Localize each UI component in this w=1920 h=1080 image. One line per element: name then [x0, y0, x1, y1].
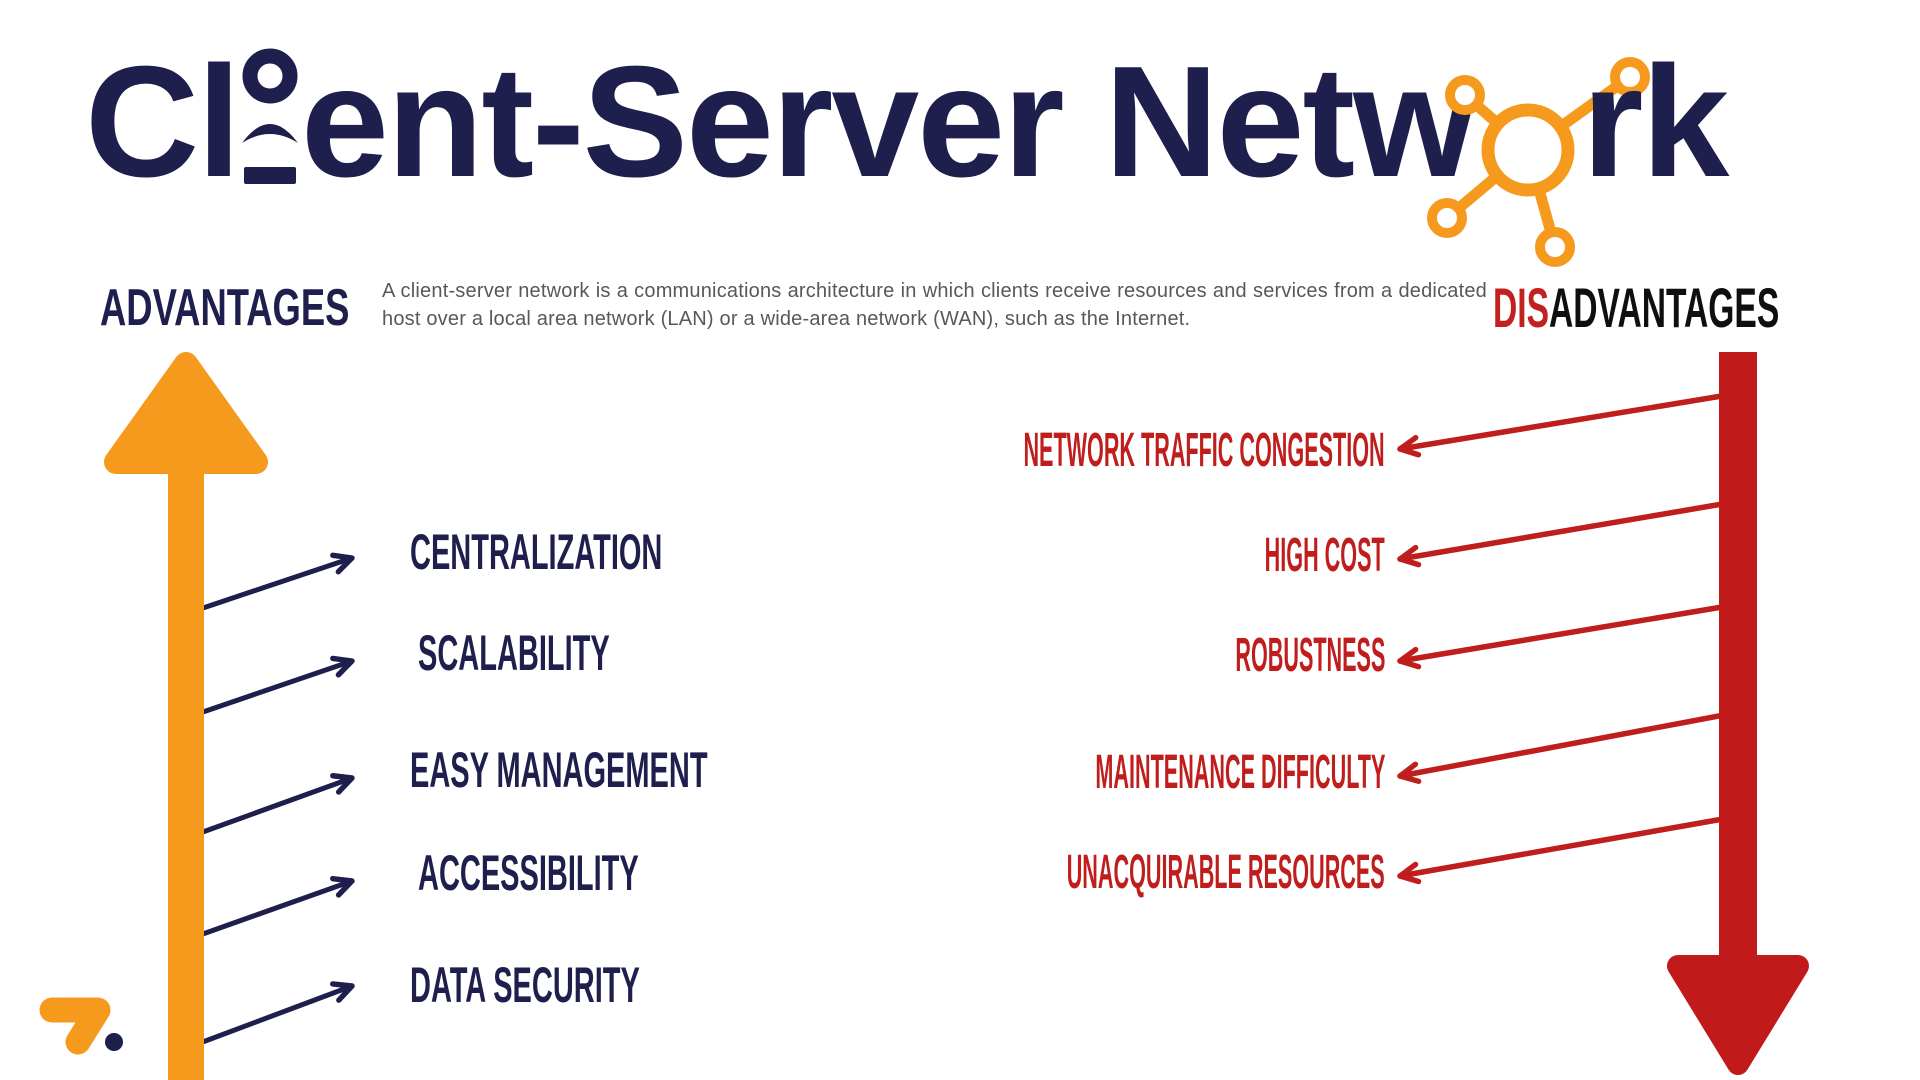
disadvantage-connector-arrow — [1397, 601, 1743, 670]
advantage-item: ACCESSIBILITY — [418, 845, 799, 901]
person-icon — [242, 48, 298, 184]
disadvantages-heading-prefix: DIS — [1493, 275, 1550, 339]
title-text-right: rk — [1581, 34, 1729, 210]
advantage-item: CENTRALIZATION — [410, 524, 845, 580]
advantage-item: SCALABILITY — [418, 625, 749, 681]
advantage-connector-arrow — [197, 981, 355, 1046]
title-text-left: Cl — [85, 34, 241, 210]
disadvantage-item: NETWORK TRAFFIC CONGESTION — [582, 423, 1385, 477]
title-text-middle: ent-Server Netw — [301, 34, 1476, 210]
advantage-connector-arrow — [197, 773, 355, 836]
disadvantage-label: MAINTENANCE DIFFICULTY — [1095, 745, 1385, 799]
down-arrow-icon — [1667, 352, 1809, 1075]
advantages-heading-label: ADVANTAGES — [100, 279, 350, 337]
advantage-connector-arrow — [197, 875, 355, 938]
advantage-label: EASY MANAGEMENT — [410, 742, 708, 798]
disadvantage-item: MAINTENANCE DIFFICULTY — [741, 745, 1385, 799]
description-text: A client-server network is a communicati… — [382, 280, 1487, 330]
advantage-label: CENTRALIZATION — [410, 524, 663, 580]
disadvantage-connector-arrow — [1397, 709, 1743, 785]
network-hub-icon — [1426, 57, 1650, 267]
advantage-connector-arrow — [197, 552, 355, 612]
page-title: Cl ent-Server Netw rk — [85, 34, 1729, 267]
advantage-label: SCALABILITY — [418, 625, 610, 681]
advantage-label: DATA SECURITY — [410, 957, 640, 1013]
disadvantage-connector-arrow — [1397, 390, 1743, 458]
disadvantage-item: ROBUSTNESS — [1052, 628, 1385, 682]
disadvantage-label: ROBUSTNESS — [1234, 628, 1385, 682]
disadvantage-label: HIGH COST — [1264, 528, 1385, 582]
up-arrow-icon — [104, 352, 268, 1080]
logo-seven-icon — [39, 997, 123, 1055]
disadvantages-heading: DISADVANTAGES — [1493, 276, 1920, 339]
advantage-item: DATA SECURITY — [410, 957, 806, 1013]
advantages-heading: ADVANTAGES — [100, 279, 456, 337]
disadvantage-label: UNACQUIRABLE RESOURCES — [1066, 845, 1385, 899]
disadvantage-connector-arrow — [1397, 498, 1743, 568]
advantage-connector-arrow — [197, 655, 355, 716]
disadvantage-item: HIGH COST — [1118, 528, 1385, 582]
advantage-item: EASY MANAGEMENT — [410, 742, 923, 798]
disadvantage-item: UNACQUIRABLE RESOURCES — [678, 845, 1385, 899]
disadvantage-connector-arrow — [1397, 813, 1743, 885]
disadvantage-label: NETWORK TRAFFIC CONGESTION — [1023, 423, 1385, 477]
advantage-label: ACCESSIBILITY — [418, 845, 639, 901]
disadvantages-heading-rest: ADVANTAGES — [1549, 275, 1780, 339]
